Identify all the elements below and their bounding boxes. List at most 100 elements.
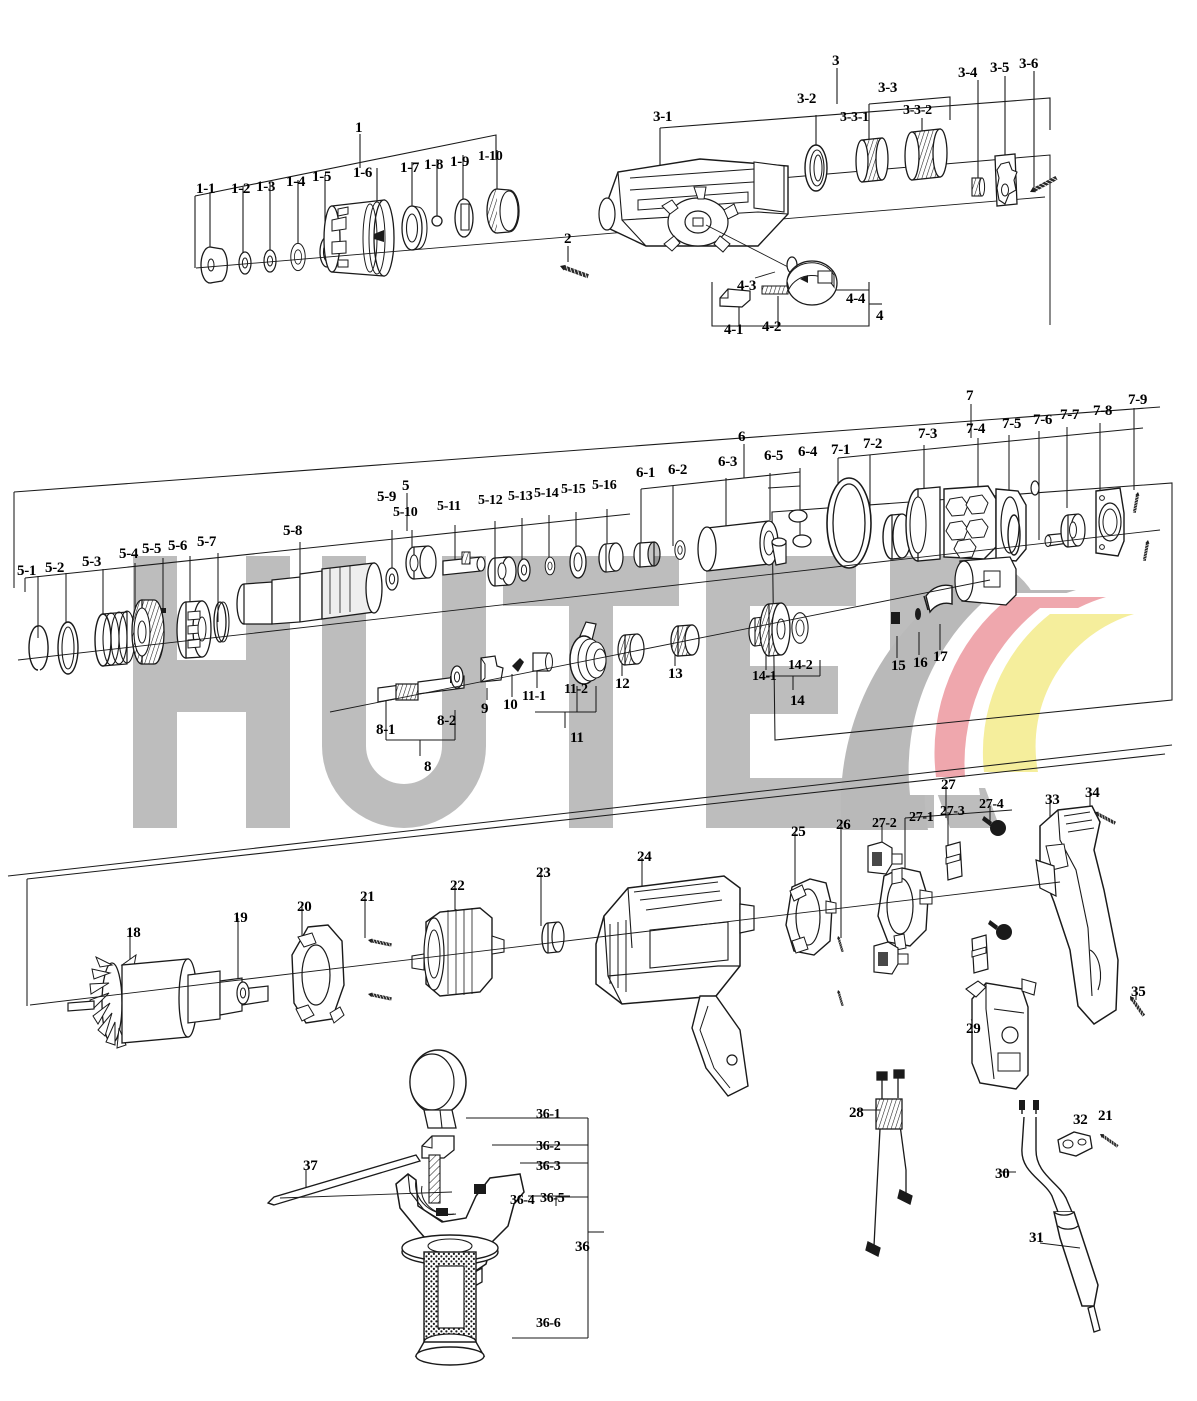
callout-label-2: 2 (564, 231, 572, 247)
callout-label-27-2: 27-2 (872, 816, 897, 831)
parts-cord (1000, 1100, 1120, 1333)
callout-label-3-5: 3-5 (990, 60, 1010, 76)
callout-label-6-3: 6-3 (718, 454, 738, 470)
callout-label-5-13: 5-13 (508, 489, 533, 504)
parts-row4 (266, 1049, 525, 1366)
callout-label-26: 26 (836, 817, 851, 833)
callout-label-5-7: 5-7 (197, 534, 217, 550)
parts-group-7 (826, 477, 1151, 606)
callout-label-36-3: 36-3 (536, 1159, 561, 1174)
callout-label-33: 33 (1045, 792, 1060, 808)
callout-label-12: 12 (615, 676, 630, 692)
brand-logo-swoosh (840, 590, 1136, 830)
callout-label-19: 19 (233, 910, 248, 926)
callout-label-10: 10 (503, 697, 518, 713)
parts-row2-lower (377, 584, 953, 703)
callout-label-11: 11 (570, 730, 584, 746)
callout-label-5-16: 5-16 (592, 478, 617, 493)
callout-label-29: 29 (966, 1021, 981, 1037)
callout-label-5-9: 5-9 (377, 489, 397, 505)
callout-label-4-1: 4-1 (724, 322, 744, 338)
callout-label-7-8: 7-8 (1093, 403, 1113, 419)
callout-label-3-3: 3-3 (878, 80, 898, 96)
callout-label-1-10: 1-10 (478, 149, 503, 164)
callout-label-9: 9 (481, 701, 489, 717)
callout-label-11-1: 11-1 (522, 689, 546, 704)
callout-label-7-4: 7-4 (966, 421, 986, 437)
callout-label-1-8: 1-8 (424, 157, 444, 173)
callout-label-1-9: 1-9 (450, 154, 470, 170)
callout-label-27-3: 27-3 (940, 804, 965, 819)
callout-label-21: 21 (360, 889, 375, 905)
callout-label-36-6: 36-6 (536, 1316, 561, 1331)
callout-label-28: 28 (849, 1105, 864, 1121)
callout-label-35: 35 (1131, 984, 1146, 1000)
callout-label-1-3: 1-3 (256, 179, 276, 195)
callout-label-4: 4 (876, 308, 884, 324)
callout-label-36-1: 36-1 (536, 1107, 561, 1122)
callout-label-36-5: 36-5 (540, 1191, 565, 1206)
callout-label-31: 31 (1029, 1230, 1044, 1246)
callout-label-5-15: 5-15 (561, 482, 586, 497)
parts-group-1 (200, 188, 520, 284)
callout-label-4-4: 4-4 (846, 291, 866, 307)
callout-label-3-6: 3-6 (1019, 56, 1039, 72)
callout-label-5-5: 5-5 (142, 541, 162, 557)
callout-label-7-9: 7-9 (1128, 392, 1148, 408)
callout-label-20: 20 (297, 899, 312, 915)
callout-label-11-2: 11-2 (564, 682, 588, 697)
axis-row3 (29, 881, 1061, 1006)
parts-item-28 (857, 1069, 913, 1257)
parts-row3 (67, 805, 1147, 1097)
callout-label-14-2: 14-2 (788, 658, 813, 673)
callout-label-5-3: 5-3 (82, 554, 102, 570)
callout-label-8-2: 8-2 (437, 713, 457, 729)
callout-label-4-2: 4-2 (762, 319, 782, 335)
callout-label-37: 37 (303, 1158, 318, 1174)
callout-label-15: 15 (891, 658, 906, 674)
callout-label-14-1: 14-1 (752, 669, 777, 684)
parts-group-5 (28, 542, 624, 675)
callout-label-1-1: 1-1 (196, 181, 216, 197)
axis-row2-lower (329, 579, 991, 713)
callout-label-7-3: 7-3 (918, 426, 938, 442)
callout-label-3-3-2: 3-3-2 (903, 103, 932, 118)
callout-label-27: 27 (941, 777, 956, 793)
callout-label-3-4: 3-4 (958, 65, 978, 81)
callout-label-5-11: 5-11 (437, 499, 461, 514)
parts-group-4 (719, 256, 838, 308)
callout-label-7-7: 7-7 (1060, 407, 1080, 423)
callout-label-3-1: 3-1 (653, 109, 673, 125)
callout-label-18: 18 (126, 925, 141, 941)
callout-label-5-12: 5-12 (478, 493, 503, 508)
callout-label-7-6: 7-6 (1033, 412, 1053, 428)
callout-label-1-6: 1-6 (353, 165, 373, 181)
callout-label-5-2: 5-2 (45, 560, 65, 576)
callout-label-1-4: 1-4 (286, 174, 306, 190)
callout-label-3: 3 (832, 53, 840, 69)
axis-row2-upper (17, 529, 1161, 661)
callout-label-36-2: 36-2 (536, 1139, 561, 1154)
callout-label-7-1: 7-1 (831, 442, 851, 458)
callout-label-7: 7 (966, 388, 974, 404)
parts-group-6 (633, 509, 812, 572)
callout-label-5-1: 5-1 (17, 563, 37, 579)
row2-lower-brackets (385, 624, 941, 756)
callout-label-8: 8 (424, 759, 432, 775)
callout-label-8-1: 8-1 (376, 722, 396, 738)
callout-label-24: 24 (637, 849, 652, 865)
callout-label-1: 1 (355, 120, 363, 136)
callout-label-4-3: 4-3 (737, 278, 757, 294)
group6-brackets (640, 444, 801, 550)
parts-group-3 (598, 128, 1059, 253)
callout-label-3-2: 3-2 (797, 91, 817, 107)
callout-label-34: 34 (1085, 785, 1100, 801)
callout-label-1-2: 1-2 (231, 181, 251, 197)
callout-label-17: 17 (933, 649, 948, 665)
callout-label-5-4: 5-4 (119, 546, 139, 562)
callout-label-13: 13 (668, 666, 683, 682)
callout-label-36: 36 (575, 1239, 590, 1255)
callout-label-5: 5 (402, 478, 410, 494)
